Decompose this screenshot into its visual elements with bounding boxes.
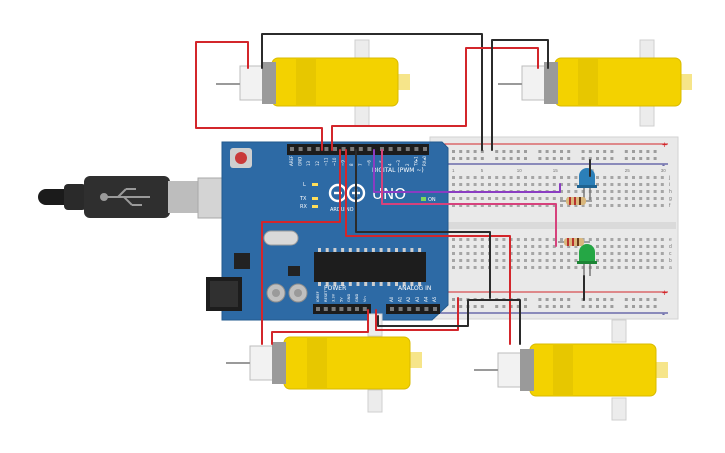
- row-letter: d: [669, 244, 672, 250]
- motor-top-left: [216, 39, 410, 127]
- digital-pin-label: 7: [358, 163, 363, 166]
- tx-led: [312, 197, 318, 200]
- wire-red-bottom-right: [375, 297, 459, 331]
- wire-purple: [373, 149, 561, 193]
- rail-plus-top: +: [662, 140, 667, 150]
- resistor-2: [558, 238, 590, 246]
- usb-cable: [38, 176, 229, 219]
- wire-black-top-right: [491, 39, 549, 151]
- wire-pink: [381, 149, 557, 247]
- rx-led: [312, 205, 318, 208]
- row-letter: e: [669, 237, 672, 243]
- rail-minus-bottom: -: [662, 309, 665, 319]
- rail-minus-top: -: [662, 160, 665, 170]
- led-green: [577, 244, 597, 276]
- wire-red-top-left: [195, 41, 323, 151]
- digital-pin-label: TX▸1: [413, 156, 418, 167]
- row-letter: g: [669, 196, 672, 202]
- digital-pin-label: ~10: [332, 157, 337, 166]
- wire-black-right-mid: [355, 149, 491, 299]
- analog-label: ANALOG IN: [398, 285, 431, 292]
- digital-pin-label: 8: [349, 163, 354, 166]
- wire-red-bottom-left-2: [271, 309, 369, 345]
- analog-pin-label: A0: [389, 296, 394, 302]
- on-label: ON: [428, 197, 436, 203]
- analog-pin-label: A2: [406, 296, 411, 302]
- rx-label: RX: [300, 204, 307, 210]
- digital-pin-label: RX◂0: [422, 155, 427, 166]
- board-brand: ARDUINO: [330, 207, 354, 213]
- row-letter: f: [669, 203, 671, 209]
- digital-pin-label: 12: [315, 160, 320, 166]
- wire-black-bottom-right: [377, 299, 521, 345]
- col-number: 5: [481, 168, 484, 173]
- digital-pin-label: 4: [388, 163, 393, 166]
- crystal: [263, 230, 299, 246]
- row-letter: h: [669, 189, 672, 195]
- analog-pin-label: A3: [415, 296, 420, 302]
- tx-label: TX: [299, 196, 307, 202]
- wire-red-right-mid: [345, 149, 511, 345]
- row-letter: c: [669, 251, 672, 257]
- wire-black-top-left: [261, 33, 483, 151]
- col-number: 30: [661, 168, 667, 173]
- digital-pin-label: ~9: [341, 160, 346, 166]
- wires: [195, 33, 591, 345]
- small-chip: [234, 253, 250, 269]
- digital-pin-label: AREF: [289, 155, 294, 166]
- power-pin-label: 5V: [339, 297, 343, 302]
- digital-pin-label: GND: [298, 157, 303, 166]
- col-number: 25: [625, 168, 631, 173]
- power-pin-label: GND: [347, 294, 351, 302]
- power-pin-label: RESET: [324, 290, 328, 302]
- col-number: 15: [553, 168, 559, 173]
- power-pin-label: GND: [355, 294, 359, 302]
- breadboard: jihgfedcba151015202530 + - + -: [429, 136, 679, 320]
- digital-label: DIGITAL (PWM ~): [372, 167, 424, 174]
- power-pin-label: 3.3V: [332, 293, 336, 302]
- motor-top-right: [498, 39, 692, 127]
- digital-pin-label: ~3: [396, 160, 401, 166]
- power-label: POWER: [324, 285, 346, 292]
- analog-pin-label: A5: [432, 296, 437, 302]
- analog-pin-label: A4: [423, 296, 428, 302]
- row-letter: j: [668, 175, 670, 181]
- row-letter: b: [669, 258, 672, 264]
- row-letter: i: [669, 182, 670, 188]
- wire-red-bottom-left: [261, 149, 341, 345]
- atmega-chip: [314, 252, 426, 282]
- digital-pin-label: ~6: [366, 160, 371, 166]
- on-led: [421, 197, 426, 201]
- analog-pin-label: A1: [398, 296, 403, 302]
- l-label: L: [303, 182, 306, 188]
- col-number: 1: [452, 168, 455, 173]
- rail-plus-bottom: +: [662, 288, 667, 298]
- digital-pin-label: ~11: [323, 157, 328, 166]
- wire-red-top-right: [331, 47, 539, 151]
- power-pin-label: IOREF: [316, 291, 320, 302]
- reset-button-cap: [235, 152, 247, 164]
- l-led: [312, 183, 318, 186]
- power-pin-label: Vin: [363, 296, 367, 302]
- motor-bottom-left: [226, 313, 422, 413]
- regulator: [288, 266, 300, 276]
- digital-pin-label: 13: [306, 160, 311, 166]
- usb-icon: [100, 188, 150, 206]
- motor-bottom-right: [474, 319, 668, 421]
- col-number: 10: [517, 168, 523, 173]
- row-letter: a: [669, 265, 672, 271]
- resistor-1: [560, 197, 592, 205]
- digital-pin-label: 2: [405, 163, 410, 166]
- board-name: UNO: [372, 185, 406, 203]
